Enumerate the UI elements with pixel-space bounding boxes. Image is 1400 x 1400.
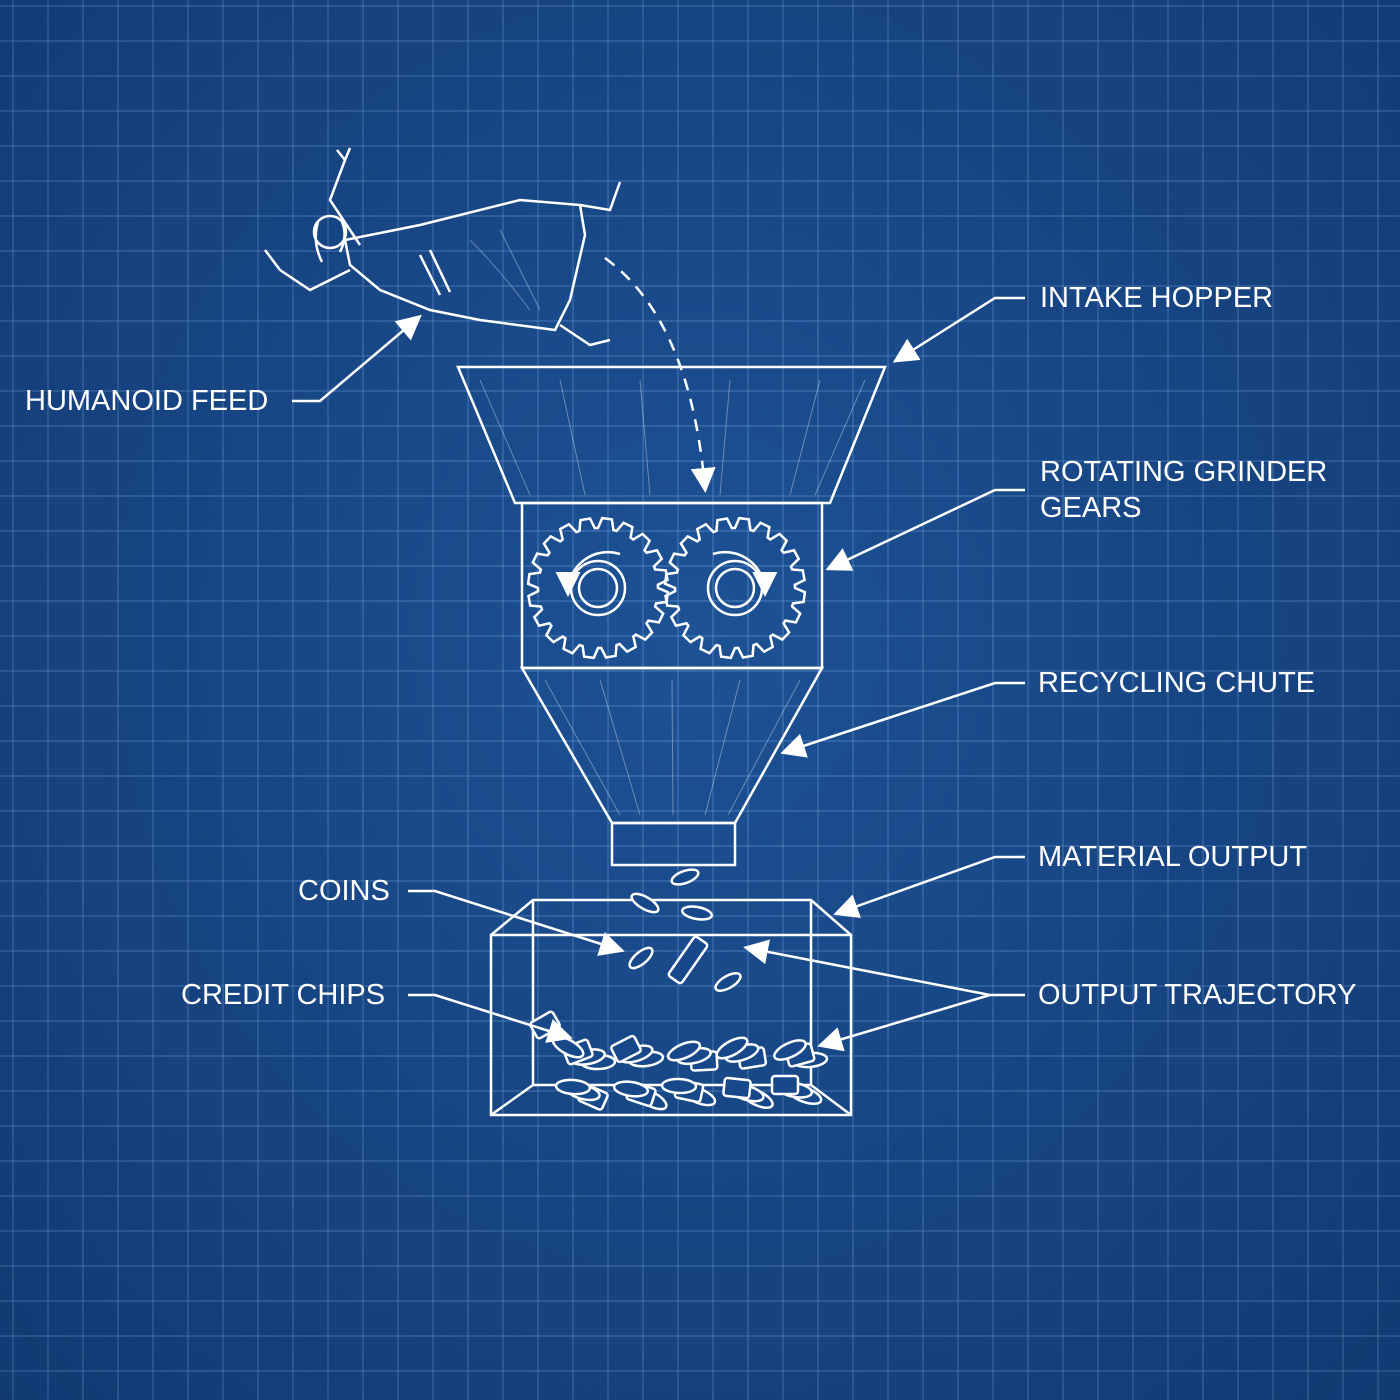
coin bbox=[670, 868, 700, 886]
coin bbox=[714, 972, 742, 992]
credit-chip bbox=[722, 1076, 752, 1100]
feed-trajectory-dashed bbox=[604, 256, 716, 493]
coin bbox=[612, 1080, 650, 1098]
coin bbox=[715, 1036, 749, 1060]
coin bbox=[680, 905, 714, 921]
coin bbox=[660, 1077, 698, 1095]
label-material-output: MATERIAL OUTPUT bbox=[1038, 841, 1308, 873]
humanoid-figure bbox=[264, 147, 622, 347]
coin bbox=[630, 892, 660, 914]
label-coins: COINS bbox=[298, 875, 390, 907]
gear-right bbox=[663, 516, 807, 660]
recycling-chute-shape bbox=[519, 666, 825, 867]
rotation-arrow-icon bbox=[712, 550, 778, 597]
material-output-bin bbox=[489, 898, 853, 1117]
coin bbox=[666, 1040, 702, 1062]
label-humanoid-feed: HUMANOID FEED bbox=[25, 385, 269, 417]
gear-hub bbox=[714, 567, 756, 609]
coins-and-chips bbox=[529, 868, 829, 1111]
label-intake-hopper: INTAKE HOPPER bbox=[1040, 282, 1274, 314]
credit-chip bbox=[610, 1034, 642, 1064]
gear-left bbox=[526, 516, 670, 660]
coin bbox=[773, 1039, 807, 1061]
label-credit-chips: CREDIT CHIPS bbox=[181, 979, 386, 1011]
gear-hub bbox=[577, 567, 619, 609]
credit-chip bbox=[770, 1074, 800, 1096]
intake-hopper-shape bbox=[456, 365, 887, 505]
coin bbox=[628, 946, 654, 970]
grinder-gears bbox=[526, 516, 807, 660]
rotation-arrow-icon bbox=[555, 550, 621, 597]
coin bbox=[554, 1078, 592, 1096]
label-grinder-line1: ROTATING GRINDER bbox=[1040, 456, 1328, 488]
label-output-trajectory: OUTPUT TRAJECTORY bbox=[1038, 979, 1357, 1011]
leader-lines bbox=[292, 296, 1025, 1052]
label-recycling-chute: RECYCLING CHUTE bbox=[1038, 667, 1316, 699]
label-grinder-line2: GEARS bbox=[1040, 492, 1142, 524]
credit-chip bbox=[667, 935, 709, 985]
